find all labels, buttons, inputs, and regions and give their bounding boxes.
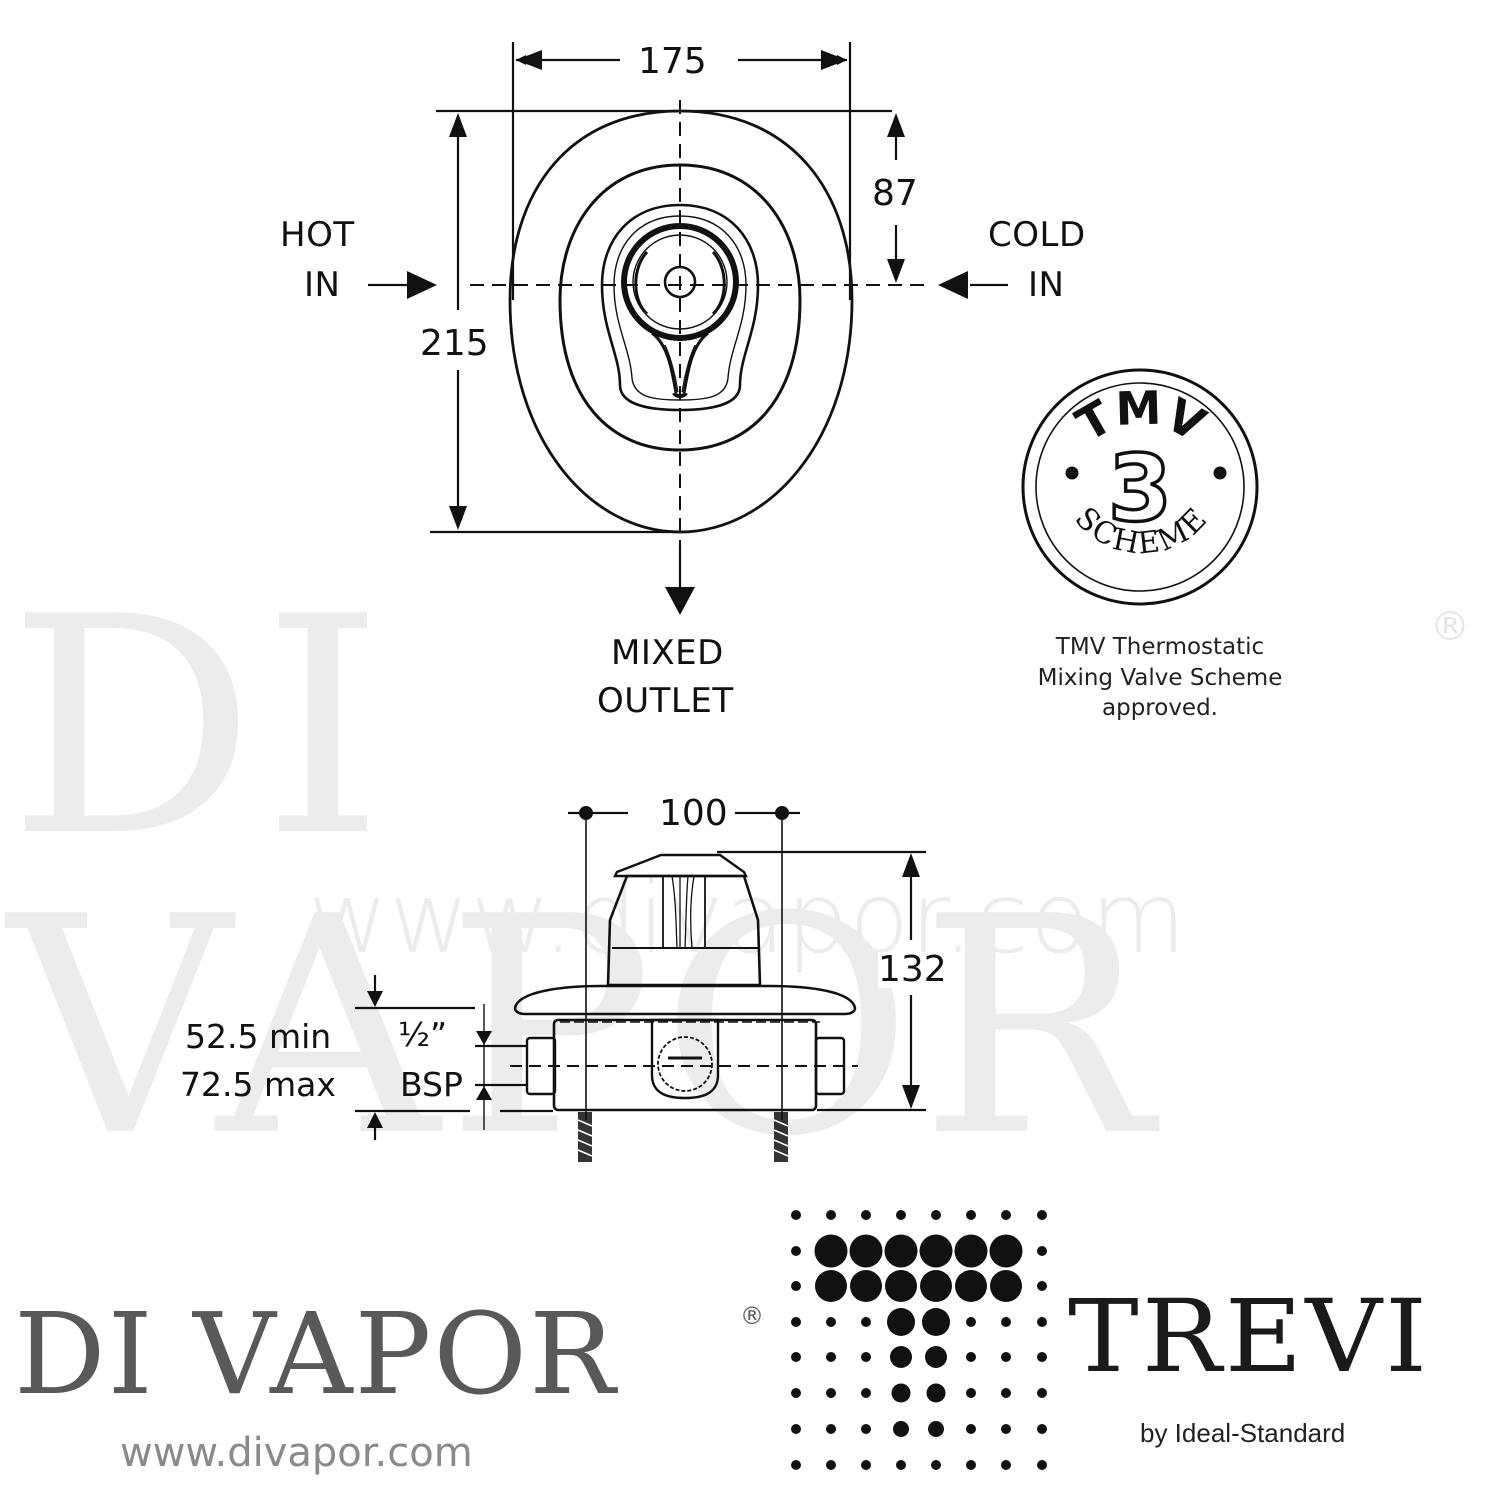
trevi-logo: TREVI — [1068, 1278, 1431, 1395]
depth-dim-label: 132 — [878, 949, 947, 990]
dot-grid-small — [791, 1210, 1047, 1470]
wall-depth-min-label: 52.5 min — [185, 1017, 332, 1056]
divapor-registered-mark: ® — [740, 1302, 764, 1330]
front-view — [368, 42, 1008, 615]
tmv-badge-number: 3 — [1108, 435, 1172, 542]
hot-in-arrow — [407, 271, 437, 299]
cold-in-arrow — [938, 271, 968, 299]
cold-in-label-line2: IN — [1028, 265, 1065, 305]
watermark-divapor: DI VAPOR — [8, 553, 1159, 1202]
dot-grid-large — [814, 1234, 1023, 1437]
tmv-caption-line1: TMV Thermostatic — [1055, 634, 1265, 660]
hot-in-label-line2: IN — [304, 265, 341, 305]
height-dim-label: 215 — [420, 323, 489, 364]
thread-type-label: BSP — [400, 1065, 463, 1104]
tmv-caption: TMV Thermostatic Mixing Valve Scheme app… — [1010, 632, 1310, 724]
offset-dim-label: 87 — [872, 173, 918, 214]
cold-in-label-line1: COLD — [988, 215, 1086, 255]
mixed-outlet-arrow — [665, 587, 695, 615]
divapor-logo: DI VAPOR — [14, 1290, 618, 1420]
watermark-registered-mark: ® — [1430, 604, 1470, 650]
thread-size-label: ½” — [398, 1015, 448, 1054]
trevi-dot-logo — [791, 1210, 1047, 1470]
trevi-tagline: by Ideal-Standard — [1140, 1418, 1346, 1448]
tmv-caption-line2: Mixing Valve Scheme — [1037, 664, 1283, 691]
wall-depth-max-label: 72.5 max — [180, 1065, 336, 1104]
tmv-caption-line3: approved. — [1102, 695, 1218, 722]
mixed-outlet-label-line2: OUTLET — [597, 681, 734, 721]
width-dim-label: 175 — [638, 41, 707, 82]
centres-dim-label: 100 — [655, 796, 732, 832]
side-view — [355, 806, 926, 1162]
mixed-outlet-label-line1: MIXED — [611, 633, 724, 673]
divapor-url[interactable]: www.divapor.com — [120, 1430, 473, 1476]
tmv3-badge: TMV 3 SCHEME — [1021, 368, 1259, 606]
hot-in-label-line1: HOT — [280, 215, 355, 255]
watermark-url: www.divapor.com — [308, 862, 1188, 976]
